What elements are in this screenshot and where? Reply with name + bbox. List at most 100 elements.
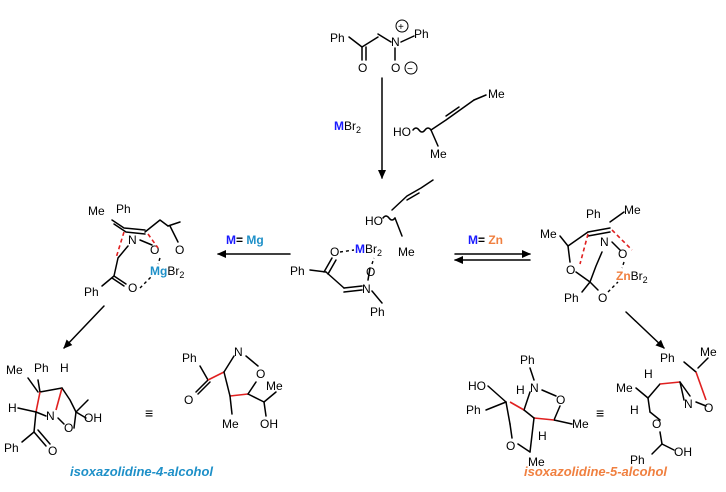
lewis-acid-metal: M: [334, 119, 344, 133]
p5-2d-furan-oxygen: O: [506, 439, 515, 453]
ts-zn-methyl-2: Me: [540, 227, 557, 241]
nitrone-phenyl-right: Ph: [414, 27, 429, 41]
p5-3d-furan-oxygen: O: [652, 417, 661, 431]
ts-mg-carbonyl-oxygen: O: [128, 281, 137, 295]
ts-zn-methyl: Me: [624, 203, 641, 217]
p5-3d-h2: H: [630, 403, 639, 417]
p4-3d-phenyl: Ph: [34, 361, 49, 375]
p5-3d-hydroxyl: OH: [674, 445, 692, 459]
ts-zn-metal: Zn: [616, 269, 631, 283]
ts-mg-n-oxygen: O: [150, 243, 159, 257]
alkenol-hydroxyl: HO: [393, 125, 411, 139]
ts-zn-hydroxyl-oxygen: O: [598, 291, 607, 305]
nitrone-minus: −: [407, 64, 413, 75]
p4-2d-ring-oxygen: O: [256, 367, 265, 381]
nitrone-phenyl-left: Ph: [330, 31, 345, 45]
lewis-acid-reagent: MBr2: [334, 119, 361, 135]
zn-condition-m: M: [468, 233, 478, 247]
ts-mg-phenyl: Ph: [116, 202, 131, 216]
zn-condition-metal: Zn: [488, 233, 503, 247]
zn-condition-eq: =: [478, 233, 488, 247]
p5-3d-methyl: Me: [700, 345, 717, 359]
p4-2d-phenyl: Ph: [182, 351, 197, 365]
p5-2d-methyl-2: Me: [528, 455, 545, 469]
p4-3d-nitrogen: N: [46, 409, 55, 423]
p5-2d-hydroxyl: HO: [468, 379, 486, 393]
p4-3d-phenyl-2: Ph: [4, 441, 19, 455]
p5-2d-methyl: Me: [572, 417, 589, 431]
lewis-acid-subscript: 2: [356, 125, 361, 135]
product-5-alcohol-2d: Ph N O Me H H HO Ph O Me: [466, 353, 589, 469]
p4-3d-h2: H: [8, 401, 17, 415]
positive-charge-icon: [395, 19, 409, 33]
p4-3d-oxygen: O: [64, 421, 73, 435]
p5-2d-phenyl: Ph: [520, 353, 535, 367]
ts-mg-nitrogen: N: [128, 233, 137, 247]
ts-mg-metal: Mg: [150, 264, 167, 278]
nitrone-carbonyl-oxygen: O: [358, 61, 367, 75]
complex-n-phenyl: Ph: [370, 305, 385, 319]
p5-3d-methyl-2: Me: [616, 381, 633, 395]
nitrone-nitrogen: N: [391, 35, 400, 49]
p4-2d-methyl: Me: [222, 417, 239, 431]
label-isoxazolidine-4-alcohol: isoxazolidine-4-alcohol: [70, 464, 213, 479]
complex-nitrogen: N: [362, 282, 371, 296]
mg-condition-m: M: [226, 233, 236, 247]
complex-bromide: Br: [365, 242, 377, 256]
nitrone-plus: +: [398, 22, 404, 33]
ts-zn-phenyl-2: Ph: [564, 291, 579, 305]
product-4-alcohol-3d: Me Ph H H N O OH Ph O: [4, 361, 102, 458]
p5-2d-phenyl-2: Ph: [466, 403, 481, 417]
svg-text:M= Mg: M= Mg: [226, 233, 264, 247]
p5-3d-nitrogen: N: [684, 397, 693, 411]
complex-n-oxygen: O: [366, 265, 375, 279]
complex-carbonyl-oxygen: O: [330, 245, 339, 259]
svg-text:MBr2: MBr2: [334, 119, 361, 135]
mg-transition-state: Me Ph O N O O Ph MgBr2: [84, 202, 184, 299]
negative-charge-icon: [404, 61, 418, 75]
nitrone-oxide-oxygen: O: [391, 61, 400, 75]
svg-text:ZnBr2: ZnBr2: [616, 269, 648, 285]
p5-3d-phenyl: Ph: [660, 351, 675, 365]
ts-mg-phenyl-2: Ph: [84, 285, 99, 299]
zn-transition-state: Ph Me Me N O O Ph O ZnBr2: [540, 203, 648, 305]
label-isoxazolidine-5-alcohol: isoxazolidine-5-alcohol: [524, 464, 667, 479]
product-5-alcohol-3d: Ph H Me Me H N O O Ph OH: [616, 345, 717, 467]
complex-hydroxyl: HO: [365, 214, 383, 228]
p5-3d-h1: H: [644, 367, 653, 381]
p5-2d-nitrogen: N: [530, 381, 539, 395]
complex-phenyl: Ph: [290, 264, 305, 278]
p5-3d-phenyl-2: Ph: [630, 453, 645, 467]
p5-3d-ring-oxygen: O: [704, 401, 713, 415]
ts-zn-subscript: 2: [643, 275, 648, 285]
ts-mg-methyl: Me: [88, 204, 105, 218]
p5-2d-h1: H: [516, 383, 525, 397]
p4-3d-hydroxyl: OH: [84, 411, 102, 425]
mg-product-arrow: [63, 305, 105, 349]
p4-2d-methyl-2: Me: [266, 379, 283, 393]
ts-zn-phenyl: Ph: [586, 207, 601, 221]
zn-product-arrow: [625, 311, 665, 349]
mg-condition-eq: =: [236, 233, 246, 247]
ts-zn-bromide: Br: [631, 269, 643, 283]
svg-text:MgBr2: MgBr2: [150, 264, 184, 280]
ts-zn-nitrogen: N: [600, 235, 609, 249]
ts-zn-ring-oxygen: O: [566, 263, 575, 277]
product-4-alcohol-2d: Ph O N O Me Me OH: [182, 345, 283, 431]
alkenol-methyl-terminal: Me: [488, 87, 505, 101]
ts-mg-bromide: Br: [167, 264, 179, 278]
p4-3d-h1: H: [60, 361, 69, 375]
lewis-acid-bromide: Br: [344, 119, 356, 133]
equivalence-symbol-right: ≡: [596, 405, 604, 421]
complex-subscript: 2: [377, 248, 382, 258]
p4-2d-carbonyl-oxygen: O: [184, 393, 193, 407]
p4-3d-carbonyl-oxygen: O: [48, 444, 57, 458]
ts-mg-ketone-oxygen: O: [175, 243, 184, 257]
svg-text:M= Zn: M= Zn: [468, 233, 503, 247]
complex-metal: M: [355, 242, 365, 256]
ts-mg-subscript: 2: [179, 270, 184, 280]
p5-2d-ring-oxygen: O: [556, 393, 565, 407]
central-complex: HO Me MBr2 O Ph N Ph O: [290, 179, 434, 319]
p4-2d-nitrogen: N: [234, 345, 243, 359]
